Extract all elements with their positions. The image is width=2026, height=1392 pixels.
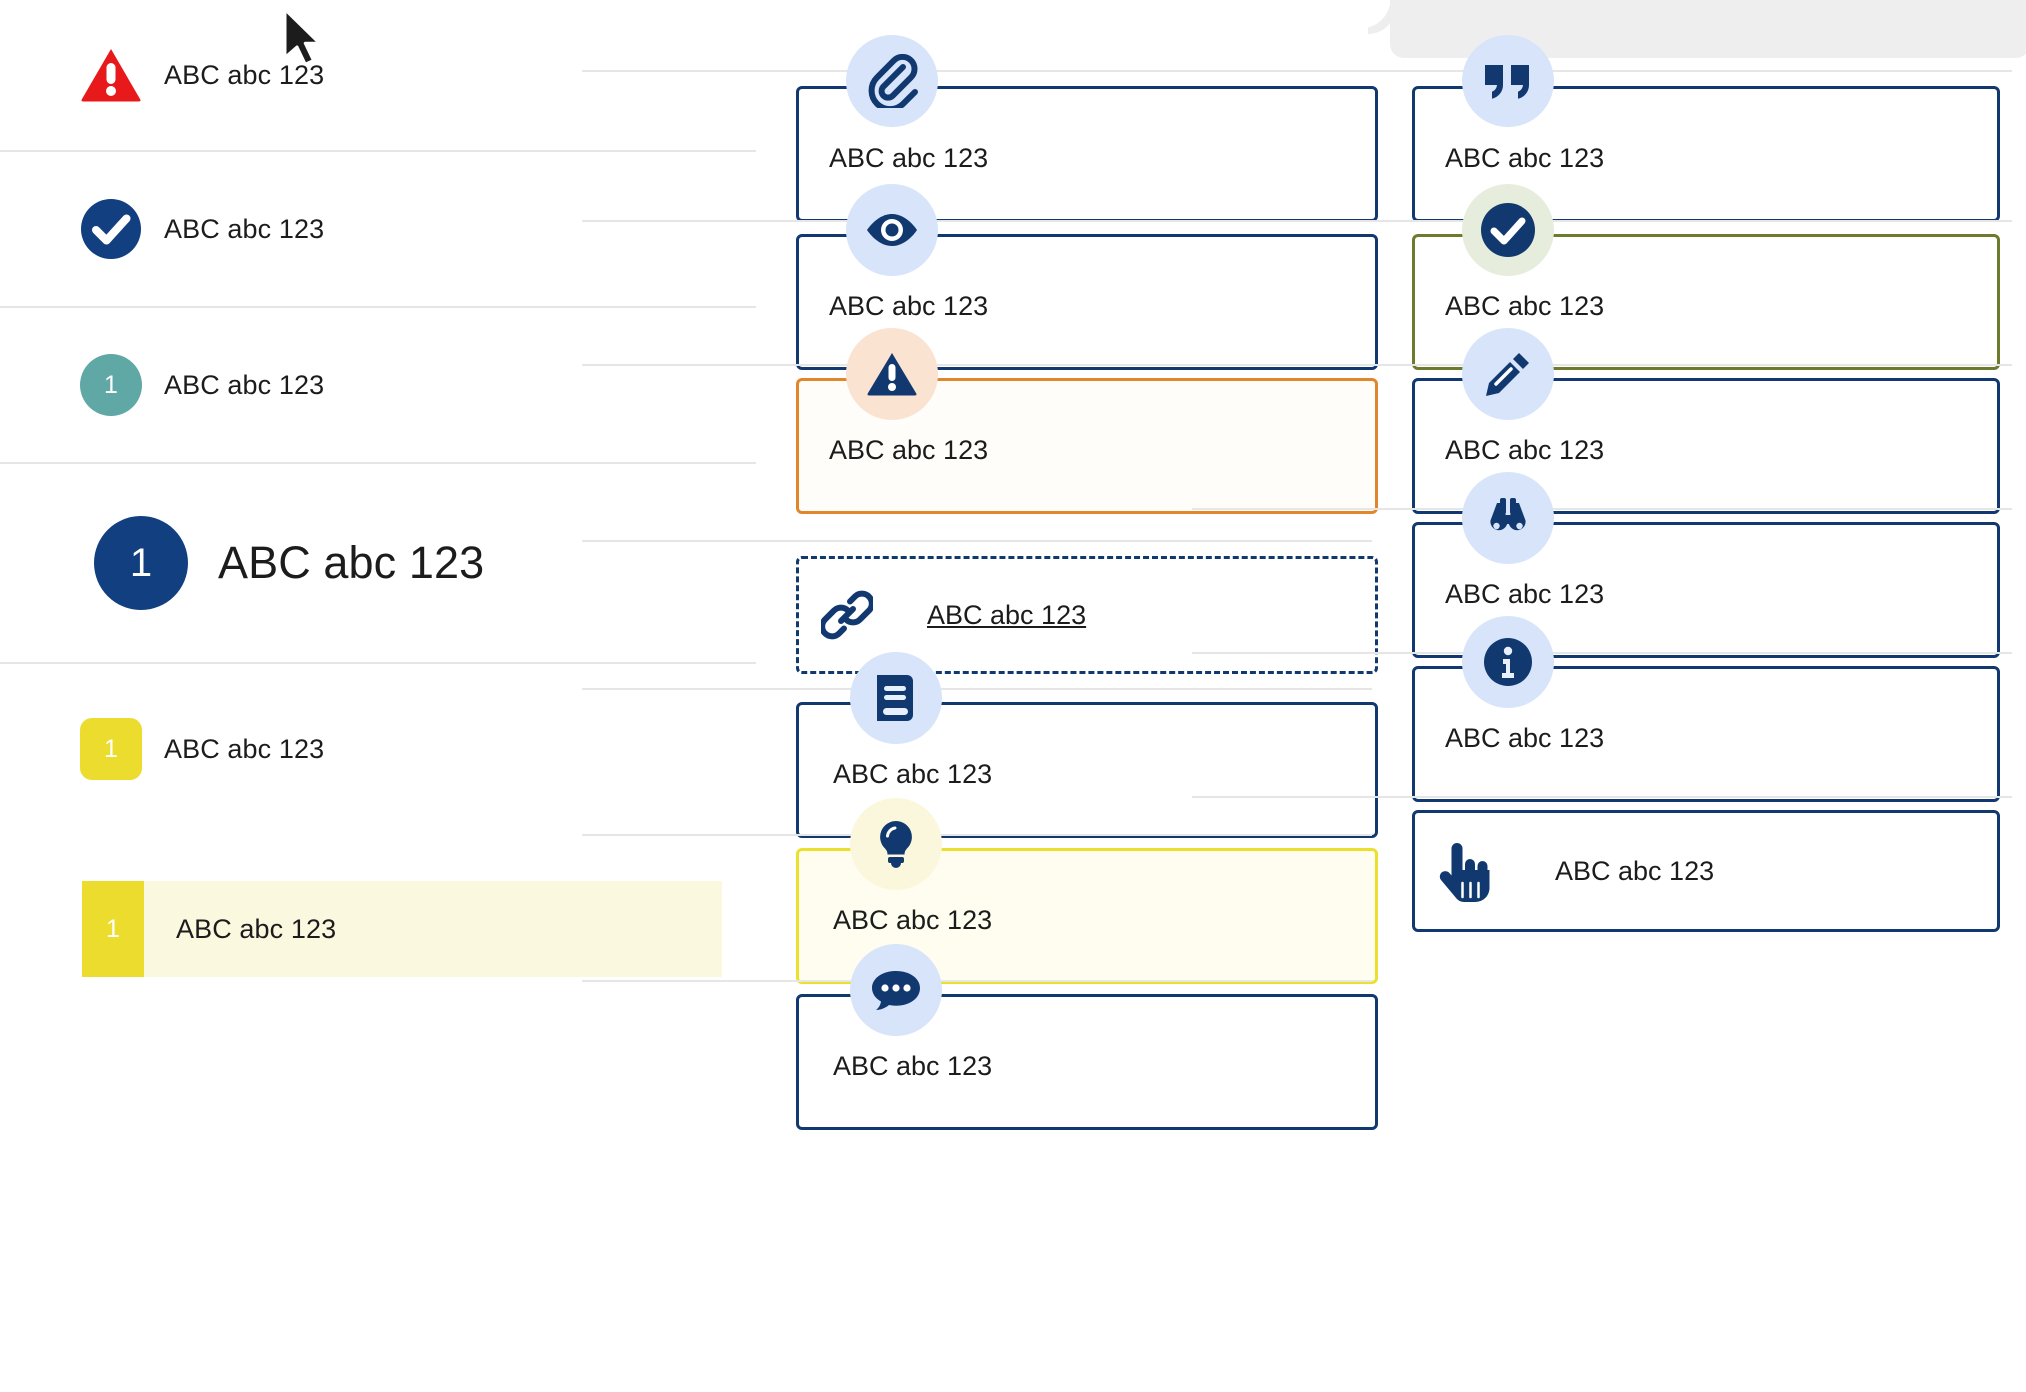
list-item-label: ABC abc 123	[218, 537, 485, 588]
highlight-block: 1 ABC abc 123	[82, 881, 722, 977]
link-icon	[821, 589, 873, 641]
card-warning[interactable]: ABC abc 123	[582, 320, 1378, 514]
card-attachment[interactable]: ABC abc 123	[582, 0, 1378, 222]
card-label: ABC abc 123	[833, 1051, 993, 1081]
right-card-column: ABC abc 123 ABC abc 123 ABC abc 123	[1192, 0, 2012, 936]
lightbulb-icon	[850, 798, 942, 890]
list-item-label: ABC abc 123	[164, 213, 325, 244]
number-badge-square: 1	[78, 718, 144, 780]
eye-icon	[846, 184, 938, 276]
check-circle-icon	[78, 199, 144, 259]
list-item-label: ABC abc 123	[176, 913, 337, 944]
binoculars-icon	[1462, 472, 1554, 564]
left-list-panel: ABC abc 123 ABC abc 123 1 ABC abc 123 1 …	[0, 0, 756, 1392]
list-item-label: ABC abc 123	[164, 733, 325, 764]
card-label: ABC abc 123	[829, 291, 989, 321]
paperclip-icon	[846, 35, 938, 127]
card-label: ABC abc 123	[829, 435, 989, 465]
list-item-yellow[interactable]: 1 ABC abc 123	[0, 664, 756, 834]
badge-number: 1	[94, 516, 188, 610]
card-info[interactable]: ABC abc 123	[1192, 608, 2012, 802]
list-item-danger[interactable]: ABC abc 123	[0, 0, 756, 152]
book-icon	[850, 652, 942, 744]
card-label: ABC abc 123	[1445, 435, 1605, 465]
list-item-label: ABC abc 123	[164, 369, 325, 400]
card-edit[interactable]: ABC abc 123	[1192, 320, 2012, 514]
check-circle-icon	[1462, 184, 1554, 276]
card-link-label[interactable]: ABC abc 123	[927, 599, 1087, 630]
pencil-icon	[1462, 328, 1554, 420]
info-circle-icon	[1462, 616, 1554, 708]
list-item-highlighted[interactable]: 1 ABC abc 123	[0, 834, 756, 1024]
card-preview[interactable]: ABC abc 123	[582, 176, 1378, 370]
list-item-primary[interactable]: 1 ABC abc 123	[0, 464, 756, 664]
badge-number: 1	[80, 354, 142, 416]
card-glossary[interactable]: ABC abc 123	[582, 644, 1378, 838]
card-label: ABC abc 123	[829, 143, 989, 173]
speech-bubble-icon	[850, 944, 942, 1036]
badge-number: 1	[82, 881, 144, 977]
card-label: ABC abc 123	[833, 905, 993, 935]
card-label: ABC abc 123	[1445, 723, 1605, 753]
number-badge-circle-large: 1	[94, 516, 188, 610]
card-label: ABC abc 123	[1445, 143, 1605, 173]
card-link[interactable]: ABC abc 123	[582, 464, 1378, 674]
middle-card-column: ABC abc 123 ABC abc 123 ABC abc 123	[582, 0, 1378, 1130]
quote-icon	[1462, 35, 1554, 127]
card-label: ABC abc 123	[1445, 291, 1605, 321]
card-tip[interactable]: ABC abc 123	[582, 790, 1378, 984]
list-item-teal[interactable]: 1 ABC abc 123	[0, 308, 756, 464]
card-label: ABC abc 123	[833, 759, 993, 789]
badge-number: 1	[80, 718, 142, 780]
card-comment[interactable]: ABC abc 123	[582, 936, 1378, 1130]
warning-triangle-icon	[78, 47, 144, 103]
card-approved[interactable]: ABC abc 123	[1192, 176, 2012, 370]
list-item-label: ABC abc 123	[164, 59, 325, 90]
card-label: ABC abc 123	[1445, 579, 1605, 609]
card-label: ABC abc 123	[1555, 855, 1715, 886]
number-badge-circle: 1	[78, 354, 144, 416]
hand-pointer-icon	[1437, 839, 1493, 903]
card-observe[interactable]: ABC abc 123	[1192, 464, 2012, 658]
warning-triangle-icon	[846, 328, 938, 420]
card-quote[interactable]: ABC abc 123	[1192, 0, 2012, 222]
list-item-success[interactable]: ABC abc 123	[0, 152, 756, 308]
card-action[interactable]: ABC abc 123	[1192, 776, 2012, 936]
mouse-cursor	[283, 8, 321, 66]
